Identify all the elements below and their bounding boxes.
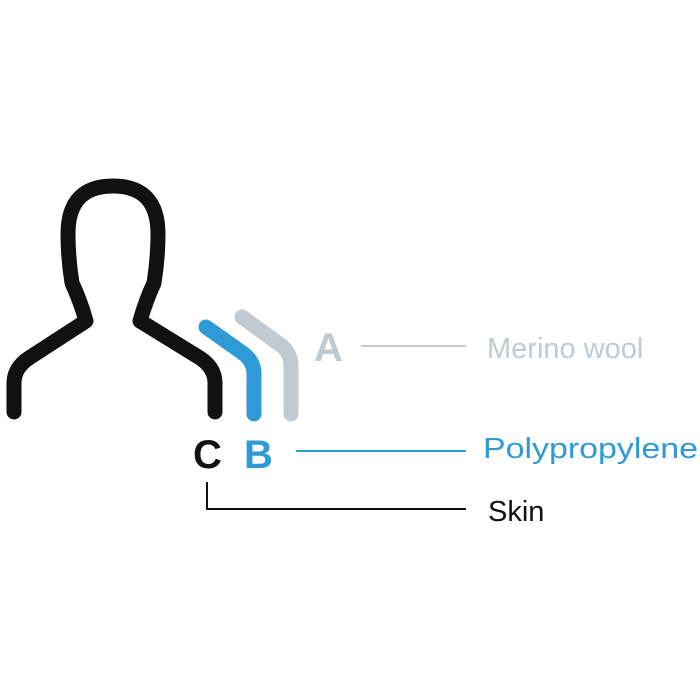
layer-b-label: Polypropylene [483,433,698,465]
polypropylene-layer-arc [198,319,262,422]
layer-c-letter: C [193,433,222,477]
layer-b-letter: B [244,433,273,477]
merino-layer-arc [234,309,299,422]
layer-c-leader-line [206,482,466,510]
layer-c-label: Skin [488,496,544,528]
layer-a-label: Merino wool [487,333,643,365]
layer-a-letter: A [314,326,343,370]
person-silhouette-icon [6,178,223,420]
